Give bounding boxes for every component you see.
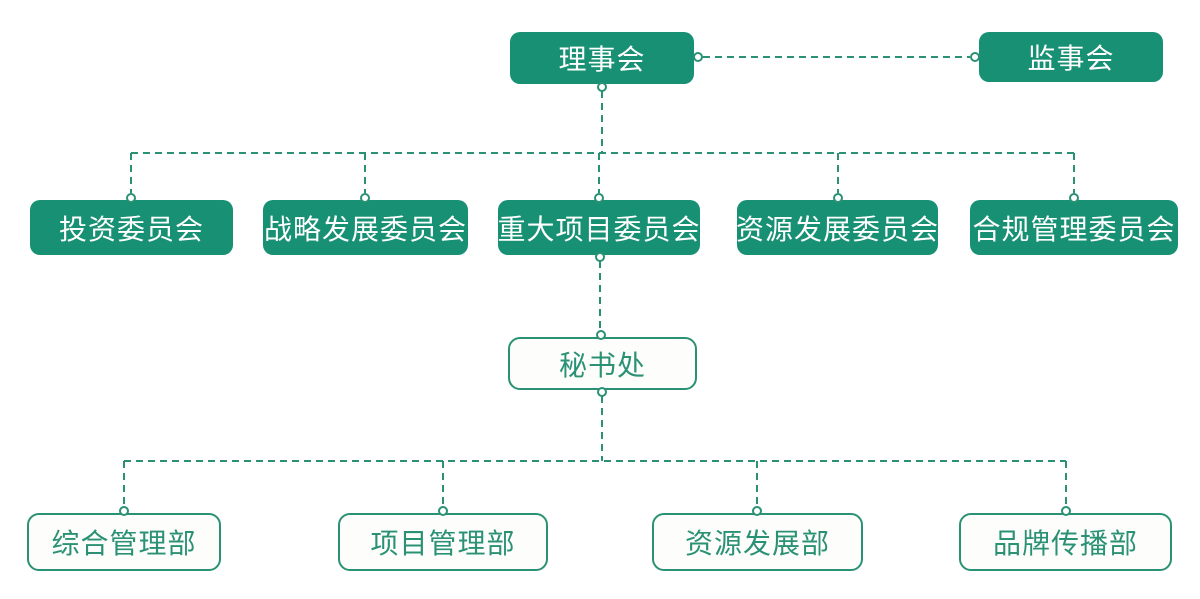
node-supervisory-board: 监事会	[979, 32, 1163, 82]
connector-committee-secretariat	[595, 252, 606, 340]
node-department-resource-development: 资源发展部	[652, 513, 863, 571]
connector-board-supervisory	[693, 52, 980, 62]
node-committee-investment: 投资委员会	[30, 200, 233, 255]
node-committee-compliance-management: 合规管理委员会	[970, 200, 1178, 255]
node-board: 理事会	[510, 32, 694, 84]
node-committee-resource-development: 资源发展委员会	[736, 200, 938, 255]
node-department-brand-communication: 品牌传播部	[959, 513, 1172, 571]
connector-board-committees	[126, 82, 1079, 203]
node-department-project-management: 项目管理部	[338, 513, 548, 571]
node-department-general-management: 综合管理部	[27, 513, 221, 571]
node-committee-strategic-development: 战略发展委员会	[263, 200, 468, 255]
node-secretariat: 秘书处	[508, 337, 697, 390]
connector-secretariat-departments	[119, 387, 1071, 516]
node-committee-major-projects: 重大项目委员会	[498, 200, 700, 255]
